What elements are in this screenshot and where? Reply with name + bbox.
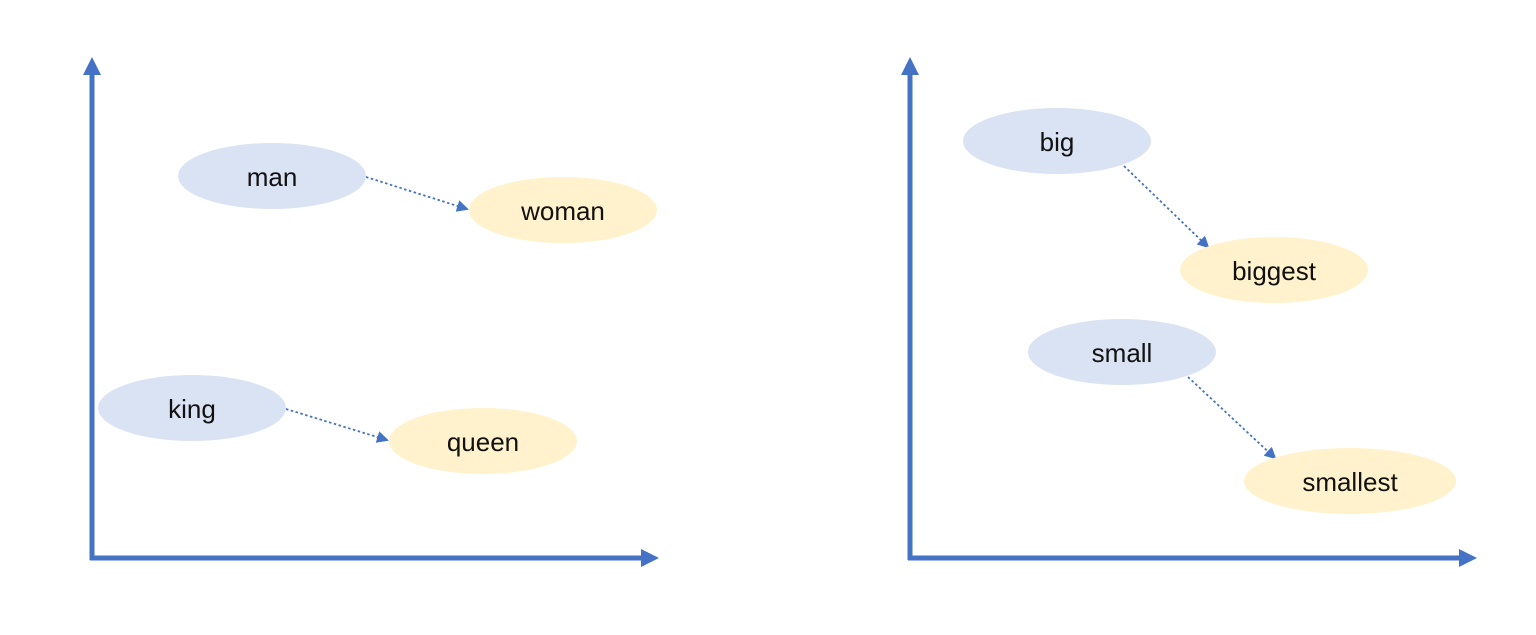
word-node-source: king: [98, 375, 286, 441]
source-word-ellipse: [963, 108, 1151, 174]
word-node-target: woman: [469, 177, 657, 243]
word-node-target: smallest: [1244, 448, 1456, 514]
relation-arrow-small-smallest: [1187, 376, 1277, 460]
target-word-label: queen: [447, 427, 519, 457]
relation-arrow-king-queen: [285, 408, 389, 443]
target-word-ellipse: [1244, 448, 1456, 514]
source-word-label: small: [1092, 338, 1153, 368]
source-word-ellipse: [1028, 319, 1216, 385]
target-word-label: biggest: [1232, 256, 1317, 286]
target-word-ellipse: [469, 177, 657, 243]
source-word-label: king: [168, 394, 216, 424]
word-node-target: biggest: [1180, 237, 1368, 303]
source-word-label: man: [247, 162, 298, 192]
relation-arrow-big-biggest: [1123, 165, 1210, 249]
word-node-source: big: [963, 108, 1151, 174]
word-node-source: small: [1028, 319, 1216, 385]
target-word-label: smallest: [1302, 467, 1398, 497]
word-node-target: queen: [389, 408, 577, 474]
target-word-label: woman: [520, 196, 605, 226]
source-word-ellipse: [98, 375, 286, 441]
source-word-label: big: [1040, 127, 1075, 157]
target-word-ellipse: [389, 408, 577, 474]
word-node-source: man: [178, 143, 366, 209]
diagram-gender: man woman king queen: [83, 57, 659, 567]
diagram-superlative: big biggest small smallest: [901, 57, 1477, 567]
relation-arrow-man-woman: [365, 176, 469, 212]
target-word-ellipse: [1180, 237, 1368, 303]
source-word-ellipse: [178, 143, 366, 209]
